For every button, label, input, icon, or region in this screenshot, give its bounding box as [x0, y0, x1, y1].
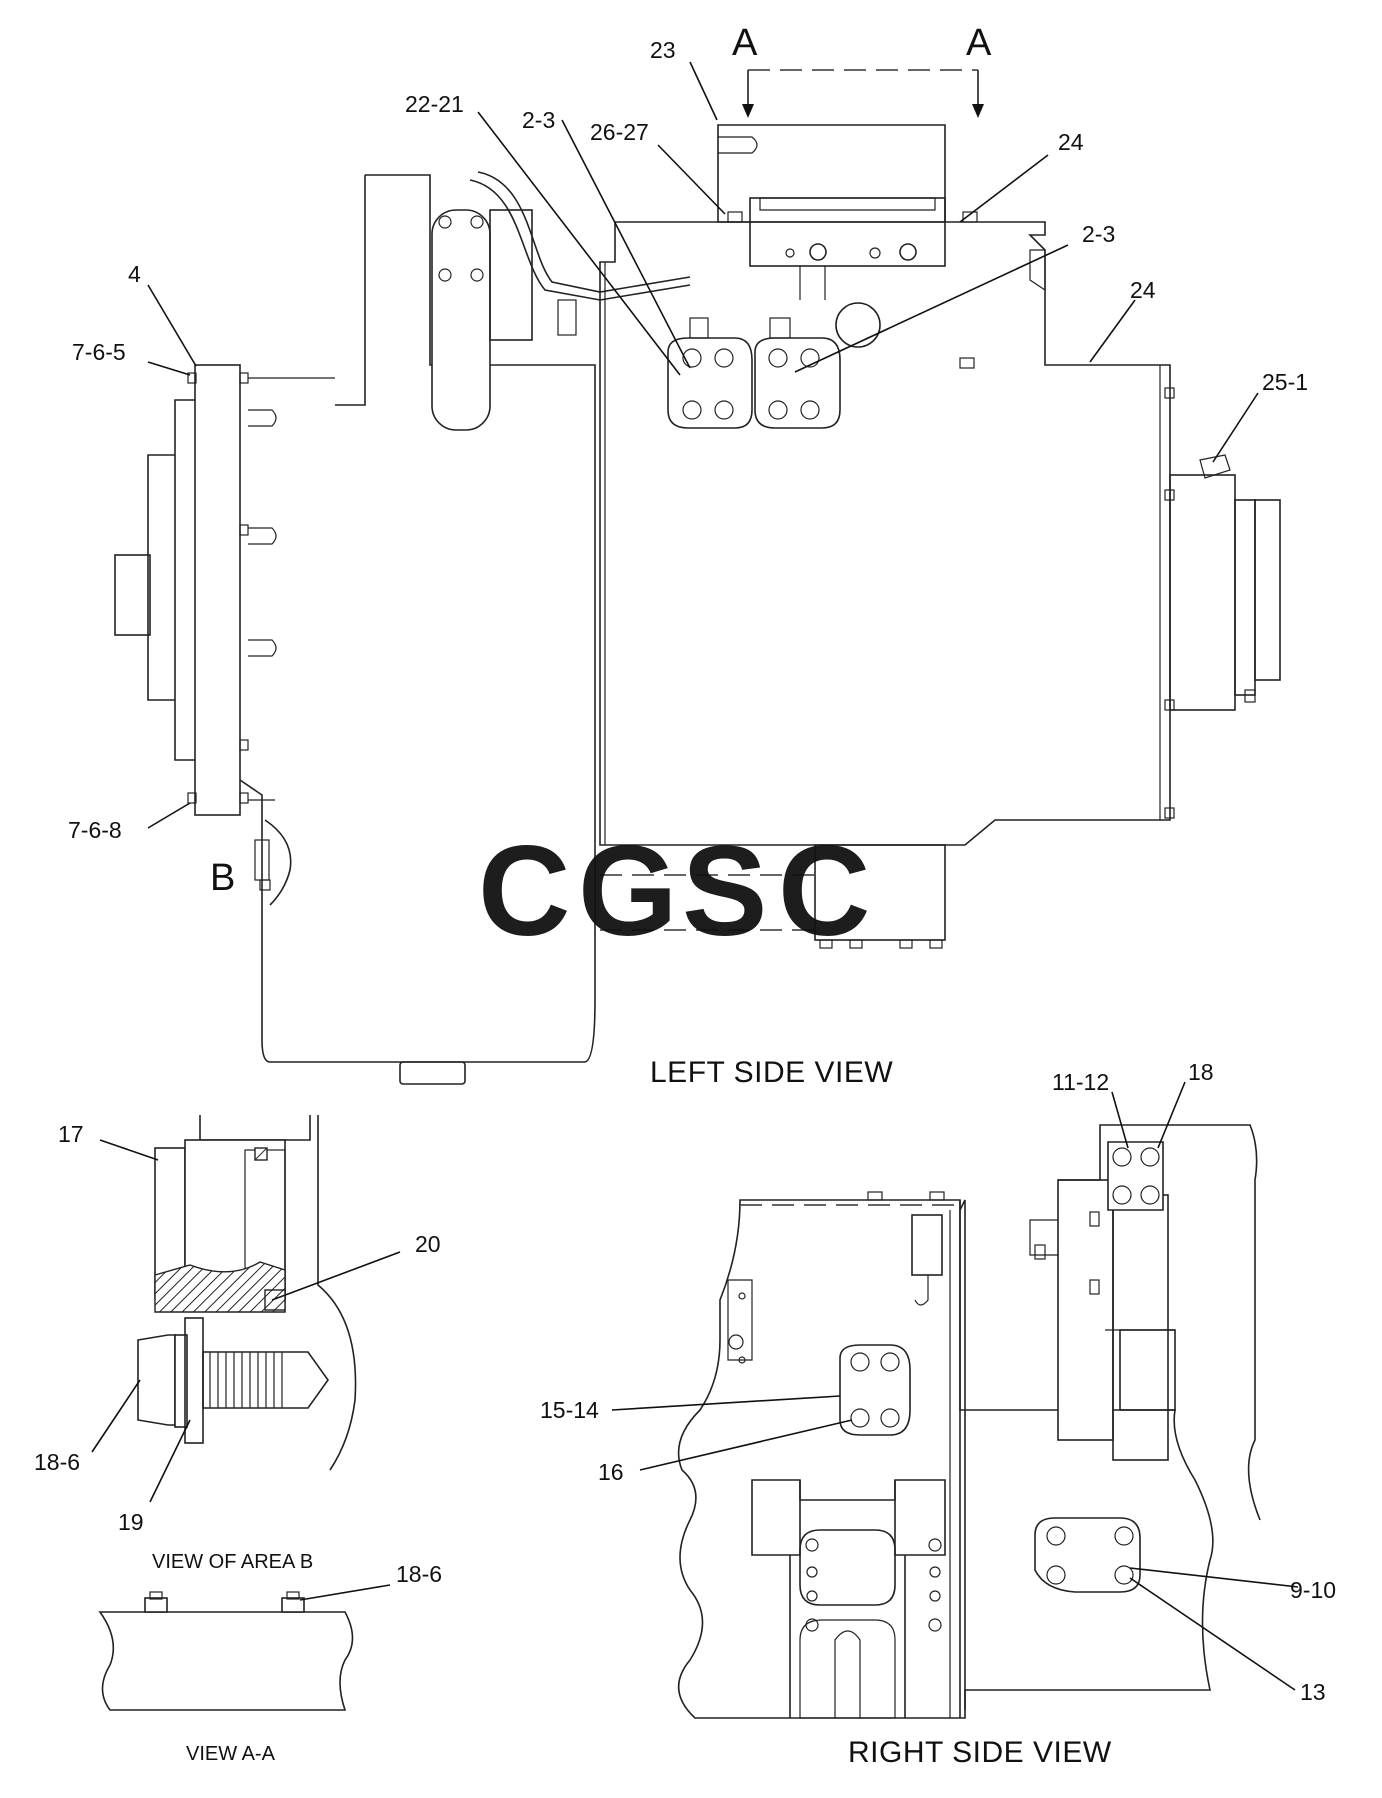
callout-19: 19: [118, 1509, 144, 1535]
area-b-bolt-head: [137, 1334, 176, 1426]
h-bracket: [751, 1479, 946, 1719]
callout-24-right: 24: [1130, 277, 1156, 303]
case-upper-edge: [335, 175, 366, 406]
callout-17: 17: [58, 1121, 84, 1147]
callout-15-14: 15-14: [540, 1397, 599, 1423]
callout-25-1: 25-1: [1262, 369, 1308, 395]
watermark-letter-1: C: [478, 820, 570, 963]
callout-2-3-right: 2-3: [1082, 221, 1115, 247]
flange-11-12: [1107, 1141, 1164, 1211]
section-letter-a-right: A: [966, 22, 992, 64]
area-b-bolt-shank: [202, 1351, 329, 1409]
callout-13: 13: [1300, 1679, 1326, 1705]
area-b-section-hatch: [154, 1261, 286, 1313]
callout-22-21: 22-21: [405, 91, 464, 117]
view-a-a-outline: [98, 1611, 354, 1711]
watermark-letter-3: S: [682, 820, 767, 963]
filter-column: [431, 209, 491, 431]
watermark-letter-2: G: [578, 820, 678, 963]
title-view-a-a: VIEW A-A: [186, 1743, 276, 1765]
flange-9-10: [1034, 1517, 1141, 1593]
callout-23: 23: [650, 37, 676, 63]
twin-flange-blocks: [667, 317, 841, 429]
left-view-leaders: [147, 61, 1259, 829]
callout-20: 20: [415, 1231, 441, 1257]
callout-11-12: 11-12: [1052, 1069, 1109, 1095]
right-side-view: 11-12 18 15-14 16 9-10 13 RIGHT SIDE VIE…: [540, 1059, 1336, 1769]
section-letter-b: B: [210, 857, 235, 899]
control-valve-23: [717, 124, 946, 223]
right-flange: [1169, 474, 1236, 711]
area-b-view: 17 20 18-6 19 VIEW OF AREA B: [34, 1115, 441, 1573]
callout-9-10: 9-10: [1290, 1577, 1336, 1603]
title-right-side-view: RIGHT SIDE VIEW: [848, 1736, 1112, 1769]
flange-15-14: [839, 1344, 911, 1436]
watermark-letter-4: C: [778, 820, 870, 963]
lower-block: [814, 844, 946, 941]
section-letter-a-left: A: [732, 22, 758, 64]
callout-16: 16: [598, 1459, 624, 1485]
case-outline: [239, 174, 596, 1063]
callout-18-6-area-b: 18-6: [34, 1449, 80, 1475]
callout-4: 4: [128, 261, 141, 287]
section-a-a-marker: [742, 69, 984, 118]
hydraulic-hose: [469, 179, 691, 301]
view-a-a: 18-6 VIEW A-A: [98, 1561, 442, 1765]
callout-18: 18: [1188, 1059, 1214, 1085]
callout-7-6-5: 7-6-5: [72, 339, 126, 365]
right-case-outline: [677, 1199, 1214, 1719]
area-b-outline: [264, 819, 292, 906]
right-view-leaders: [611, 1081, 1299, 1691]
rear-mount-block: [1057, 1179, 1114, 1441]
callout-2-3-left: 2-3: [522, 107, 555, 133]
title-view-of-area-b: VIEW OF AREA B: [152, 1551, 313, 1573]
callout-24-top: 24: [1058, 129, 1084, 155]
cgsc-watermark: C G S C: [478, 820, 870, 963]
title-left-side-view: LEFT SIDE VIEW: [650, 1056, 893, 1089]
callout-7-6-8: 7-6-8: [68, 817, 122, 843]
callout-18-6-a-a: 18-6: [396, 1561, 442, 1587]
callout-26-27: 26-27: [590, 119, 649, 145]
front-cover-bolts: [187, 372, 249, 804]
upper-housing: [599, 221, 1171, 846]
front-cover-plate: [194, 364, 241, 816]
left-side-view: A A B 4 7-6-5 7-6-8 22-21 2-3 26-27 23 2…: [68, 22, 1308, 1089]
